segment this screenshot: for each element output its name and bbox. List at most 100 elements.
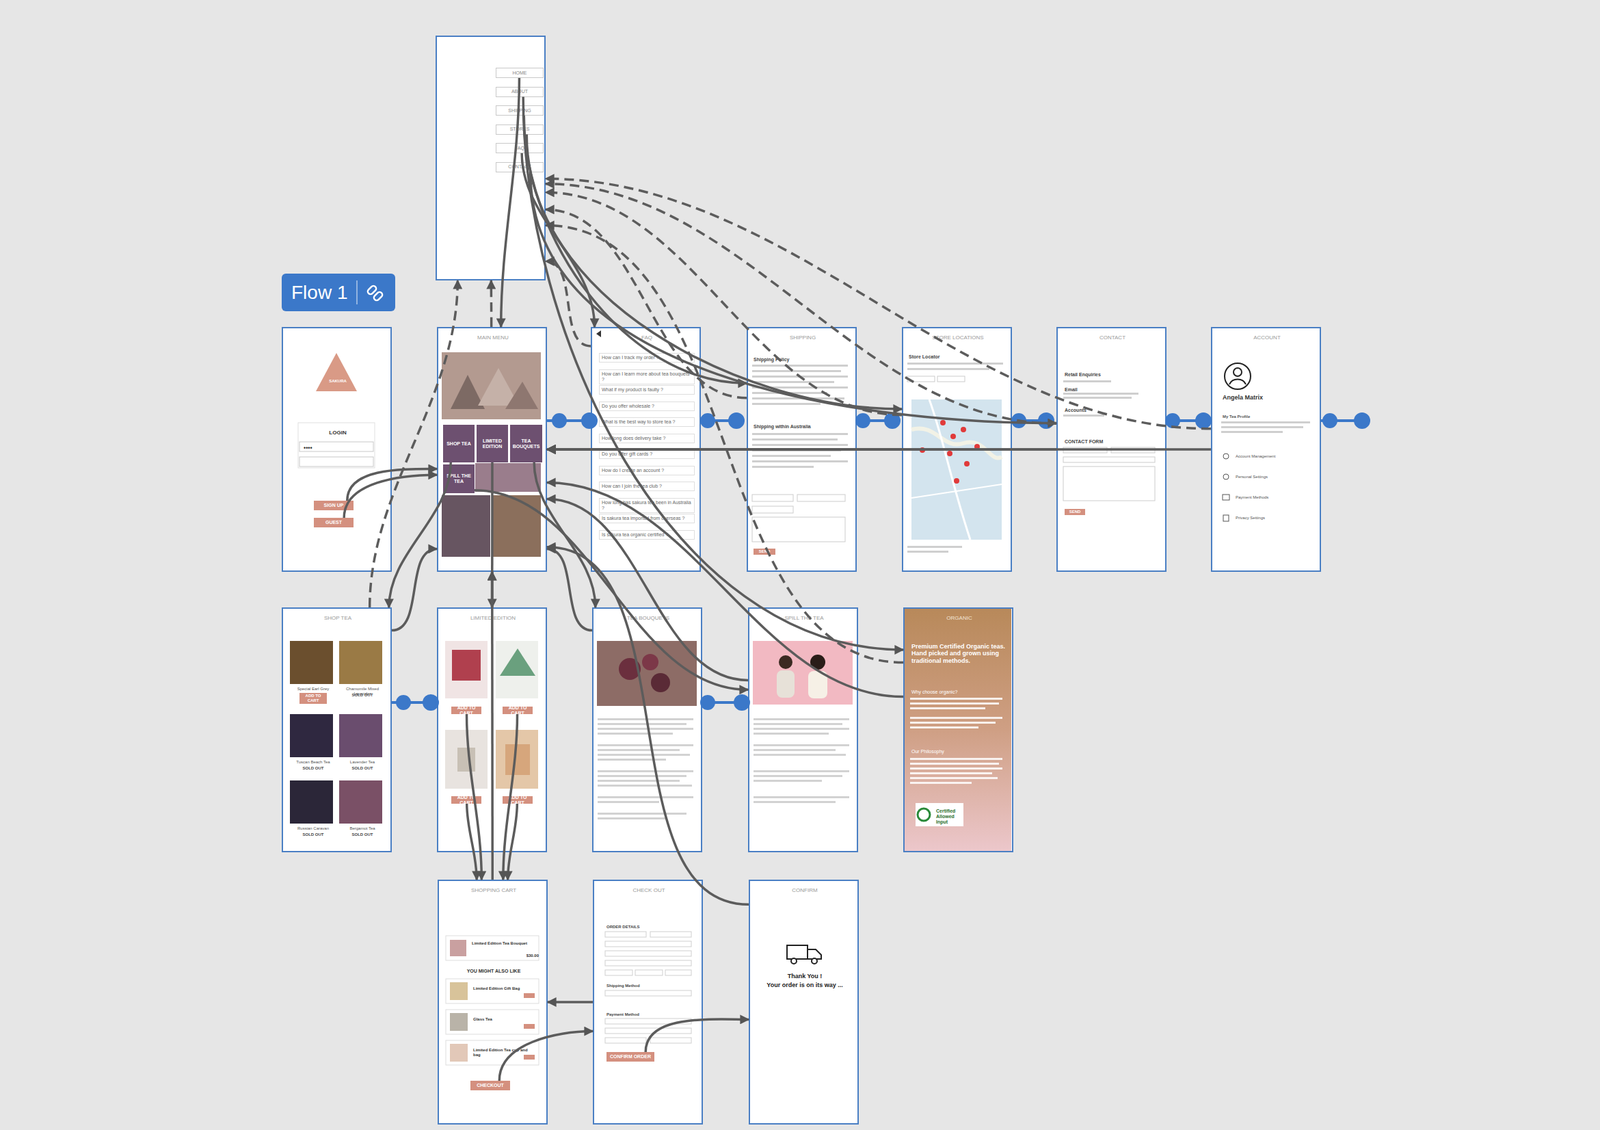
screen-text: How long has sakura tea been in Australi… xyxy=(598,497,695,513)
screen-text: Limited Edition Tea Bouquet xyxy=(471,940,538,946)
screen-text: ORDER DETAILS xyxy=(606,924,682,930)
screen-text: Accounts xyxy=(1064,407,1147,413)
screen-text: SOLD OUT xyxy=(340,692,385,698)
button: ADD TO CART xyxy=(502,795,533,804)
flow-connector xyxy=(490,462,494,608)
screen-text: YOU MIGHT ALSO LIKE xyxy=(438,968,549,974)
flow-connector xyxy=(530,172,1057,424)
flow-connector xyxy=(545,224,904,662)
button: GUEST xyxy=(313,517,354,528)
flow-connector xyxy=(545,178,1211,429)
artboard-title: STORE LOCATIONS xyxy=(903,334,1013,341)
screen-text: •••• xyxy=(303,444,352,452)
label-text: FAQ xyxy=(514,145,525,152)
flow-connector xyxy=(534,462,596,608)
screen-text: Glass Tea xyxy=(473,1016,535,1022)
flow-connector xyxy=(547,447,747,451)
flow-connector xyxy=(545,183,1057,424)
artboard-title: TEA BOUQUETS xyxy=(593,614,703,621)
menu-item: CONTACT xyxy=(495,162,544,173)
flow-connector xyxy=(547,447,1057,451)
screen-artboard: ACCOUNT Angela Matrix My Tea ProfileAccoun… xyxy=(1210,326,1322,572)
artboard-title: SHOPPING CART xyxy=(438,886,549,893)
flow-connector xyxy=(523,97,904,650)
flow-connector xyxy=(547,447,1211,451)
screen-text: Payment Method xyxy=(606,1011,682,1017)
label-text: ADD TO CART xyxy=(502,704,533,716)
flow-connector xyxy=(508,803,518,880)
screen-text: Email xyxy=(1064,387,1147,393)
screen-text: Thank You ! xyxy=(750,972,860,980)
screen-text: Limited Edition Tea cup and bag xyxy=(473,1047,535,1058)
artboard-title: SAKURA xyxy=(318,378,357,384)
label-text: TEA BOUQUETS xyxy=(510,438,543,449)
organic-art xyxy=(904,608,1012,851)
screen-text: SEND xyxy=(1064,508,1086,515)
screen-text: ADD TO CART xyxy=(299,692,327,704)
flow-connector xyxy=(545,261,591,346)
screen-text: Angela Matrix xyxy=(1222,393,1312,401)
label-text: Flow 1 xyxy=(291,281,360,304)
screen-text: Account Management xyxy=(1235,454,1311,459)
button: ADD TO CART xyxy=(451,706,482,714)
menu-item: STORES xyxy=(495,124,544,135)
label-text: ABOUT xyxy=(511,88,528,95)
flow-connector xyxy=(545,209,747,398)
menu-item: FAQ xyxy=(495,142,544,154)
label-text: SIGN UP xyxy=(324,502,344,509)
artboard-title: SHOP TEA xyxy=(283,614,393,621)
artboard-title: CONTACT xyxy=(1057,334,1168,341)
screen-text: How long does delivery take ? xyxy=(598,433,695,444)
screen-text: Tuscan Beach Tea xyxy=(291,759,336,765)
artboard-title: ACCOUNT xyxy=(1212,334,1322,341)
screen-text: My Tea Profile xyxy=(1222,414,1305,420)
artboard-title: ORGANIC xyxy=(904,614,1015,621)
flow-connector xyxy=(521,153,595,327)
screen-text: SOLD OUT xyxy=(291,765,336,771)
flow-connector xyxy=(645,1018,749,1052)
screen-text: SOLD OUT xyxy=(291,832,336,837)
label-text: CONTACT xyxy=(508,164,531,170)
flow-connector xyxy=(526,134,902,410)
screen-text: What is the best way to store tea ? xyxy=(598,417,695,427)
menu-tile: SPILL THE TEA xyxy=(443,464,475,493)
screen-text: LOGIN xyxy=(303,429,372,436)
screen-text: Do you offer wholesale ? xyxy=(598,401,695,411)
artboard-title: CONFIRM xyxy=(750,886,860,893)
label-text: STORES xyxy=(510,126,530,132)
label-text: CONFIRM ORDER xyxy=(609,1053,651,1060)
artboard-title: SHIPPING xyxy=(748,334,858,341)
screen-text: How can I join the tea club ? xyxy=(598,481,695,491)
artboard-title: FAQ xyxy=(592,334,702,341)
flow-connector xyxy=(523,115,747,383)
flow-connector xyxy=(545,192,902,415)
menu-tile: TEA BOUQUETS xyxy=(510,424,543,463)
screen-text: Is sakura tea organic certified ? xyxy=(598,529,695,540)
flow-connector xyxy=(490,571,494,880)
screen-text: Privacy Settings xyxy=(1235,515,1311,521)
screen-text: Limited Edition Gift Bag xyxy=(473,985,535,991)
screen-text: Our Philosophy xyxy=(911,748,1008,755)
screen-text: What if my product is faulty ? xyxy=(598,384,695,395)
flow-connector xyxy=(547,548,593,630)
screen-text: SOLD OUT xyxy=(340,832,385,837)
screen-text: Russian Caravan xyxy=(291,825,336,831)
button: ADD TO CART xyxy=(451,795,482,804)
label-text: SPILL THE TEA xyxy=(443,473,475,484)
label-text: SHIPPING xyxy=(508,108,531,114)
flow-connector xyxy=(391,548,437,630)
flow-connector xyxy=(490,571,494,608)
screen-text: Lavender Tea xyxy=(340,759,385,765)
screen-text: Bergamot Tea xyxy=(340,825,385,831)
flow-connector xyxy=(501,77,520,327)
screen-artboard: SHOPPING CART Limited Edition Tea Bouquet… xyxy=(437,879,548,1125)
menu-item: ABOUT xyxy=(495,86,544,98)
flow-connector xyxy=(499,1031,593,1081)
screen-text: Retail Enquiries xyxy=(1064,371,1147,378)
artboard-title: CHECK OUT xyxy=(594,886,704,893)
screen-artboard: CONFIRMThank You !Your order is on its w… xyxy=(748,879,859,1125)
screen-text: Is sakura tea imported from overseas ? xyxy=(598,513,695,524)
